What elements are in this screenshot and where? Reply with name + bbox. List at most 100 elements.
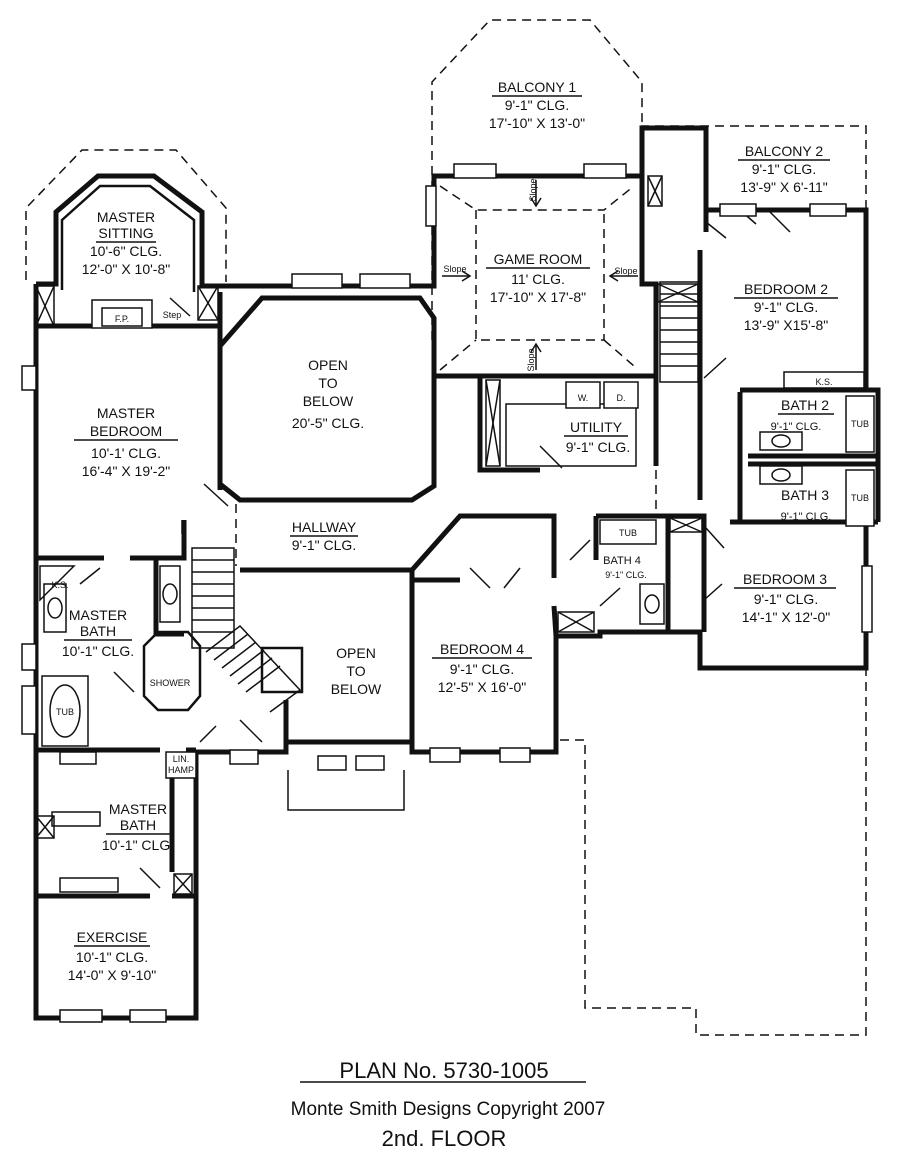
room-bath3: BATH 3 9'-1" CLG. xyxy=(781,487,832,523)
exercise-name: EXERCISE xyxy=(77,929,148,945)
room-master-sitting: MASTER SITTING 10'-6" CLG. 12'-0" X 10'-… xyxy=(82,209,170,277)
room-balcony2: BALCONY 2 9'-1" CLG. 13'-9" X 6'-11" xyxy=(738,143,830,195)
step-label: Step xyxy=(163,310,182,320)
detail-lines xyxy=(21,163,875,1083)
shower-octagon xyxy=(142,630,202,712)
open-lower-l1: OPEN xyxy=(336,645,376,661)
floor-name: 2nd. FLOOR xyxy=(382,1126,507,1151)
exercise-dims: 14'-0" X 9'-10" xyxy=(68,967,156,983)
room-hallway: HALLWAY 9'-1" CLG. xyxy=(290,519,358,553)
slope-label-north: Slope xyxy=(528,178,538,201)
master-bath1-name2: BATH xyxy=(80,623,116,639)
utility-name: UTILITY xyxy=(570,419,623,435)
fixture-labels: F.P. Step Slope Slope Slope Slope K.S. K… xyxy=(51,178,869,775)
slope-label-south: Slope xyxy=(526,348,536,371)
master-sitting-name2: SITTING xyxy=(98,225,153,241)
balcony2-name: BALCONY 2 xyxy=(745,143,824,159)
bedroom3-clg: 9'-1" CLG. xyxy=(754,591,818,607)
room-utility: UTILITY 9'-1" CLG. W. D. xyxy=(564,393,630,455)
bedroom3-name: BEDROOM 3 xyxy=(743,571,827,587)
shower-label: SHOWER xyxy=(150,678,191,688)
room-bath4: BATH 4 9'-1" CLG. xyxy=(603,555,647,580)
plan-number: PLAN No. 5730-1005 xyxy=(339,1058,548,1083)
hamper-label: HAMP xyxy=(168,765,194,775)
exterior-wall xyxy=(33,284,869,1021)
master-bath1-clg: 10'-1" CLG. xyxy=(62,643,134,659)
master-sitting-dims: 12'-0" X 10'-8" xyxy=(82,261,170,277)
hallway-clg: 9'-1" CLG. xyxy=(292,537,356,553)
slope-label-west: Slope xyxy=(443,264,466,274)
game-room-name: GAME ROOM xyxy=(494,251,583,267)
master-bedroom-dims: 16'-4" X 19'-2" xyxy=(82,463,170,479)
tub-label-bath2: TUB xyxy=(851,419,869,429)
hallway-name: HALLWAY xyxy=(292,519,357,535)
open-upper-l3: BELOW xyxy=(303,393,354,409)
garage-roof-outline xyxy=(560,668,867,1036)
room-bath2: BATH 2 9'-1" CLG. xyxy=(771,397,834,433)
balcony1-dims: 17'-10" X 13'-0" xyxy=(489,115,585,131)
master-bath1-name1: MASTER xyxy=(69,607,127,623)
utility-dryer: D. xyxy=(617,393,626,403)
room-balcony1: BALCONY 1 9'-1" CLG. 17'-10" X 13'-0" xyxy=(489,79,585,131)
bedroom3-dims: 14'-1" X 12'-0" xyxy=(742,609,830,625)
room-bedroom2: BEDROOM 2 9'-1" CLG. 13'-9" X15'-8" xyxy=(734,281,838,333)
bath2-clg: 9'-1" CLG. xyxy=(771,421,822,433)
bedroom2-clg: 9'-1" CLG. xyxy=(754,299,818,315)
balcony2-dims: 13'-9" X 6'-11" xyxy=(740,179,827,195)
room-bedroom4: BEDROOM 4 9'-1" CLG. 12'-5" X 16'-0" xyxy=(432,641,532,695)
title-block: PLAN No. 5730-1005 Monte Smith Designs C… xyxy=(291,1058,606,1151)
balcony1-name: BALCONY 1 xyxy=(498,79,577,95)
exterior-wall-north-inner xyxy=(60,184,196,292)
master-bath2-clg: 10'-1" CLG. xyxy=(102,837,174,853)
room-exercise: EXERCISE 10'-1" CLG. 14'-0" X 9'-10" xyxy=(68,929,156,983)
tub-label-bath4: TUB xyxy=(619,528,637,538)
bath2-name: BATH 2 xyxy=(781,397,829,413)
game-room-clg: 11' CLG. xyxy=(511,271,565,287)
bath3-name: BATH 3 xyxy=(781,487,829,503)
slope-label-east: Slope xyxy=(614,266,637,276)
copyright: Monte Smith Designs Copyright 2007 xyxy=(291,1099,606,1120)
ks-label-bath2: K.S. xyxy=(815,377,832,387)
open-lower-l2: TO xyxy=(346,663,365,679)
room-bedroom3: BEDROOM 3 9'-1" CLG. 14'-1" X 12'-0" xyxy=(734,571,836,625)
balcony1-outline xyxy=(431,19,643,340)
utility-washer: W. xyxy=(578,393,589,403)
room-master-bath-upper: MASTER BATH 10'-1" CLG. xyxy=(62,607,134,659)
fireplace-label: F.P. xyxy=(115,314,129,324)
room-game-room: GAME ROOM 11' CLG. 17'-10" X 17'-8" xyxy=(486,251,590,305)
bedroom4-name: BEDROOM 4 xyxy=(440,641,524,657)
tub-label-bath3: TUB xyxy=(851,493,869,503)
bath4-name: BATH 4 xyxy=(603,555,641,567)
bedroom2-dims: 13'-9" X15'-8" xyxy=(744,317,829,333)
game-room-dims: 17'-10" X 17'-8" xyxy=(490,289,586,305)
bath3-clg: 9'-1" CLG. xyxy=(781,511,832,523)
linen-label: LIN. xyxy=(173,754,190,764)
room-master-bedroom: MASTER BEDROOM 10'-1' CLG. 16'-4" X 19'-… xyxy=(74,405,178,479)
room-open-lower: OPEN TO BELOW xyxy=(331,645,382,697)
master-bath2-name2: BATH xyxy=(120,817,156,833)
bedroom2-name: BEDROOM 2 xyxy=(744,281,828,297)
bath4-clg: 9'-1" CLG. xyxy=(605,570,646,580)
room-open-upper: OPEN TO BELOW 20'-5" CLG. xyxy=(292,357,364,431)
master-bedroom-clg: 10'-1' CLG. xyxy=(91,445,161,461)
exterior-wall-north xyxy=(36,125,869,390)
sitting-bay-outline xyxy=(25,149,227,282)
bedroom4-clg: 9'-1" CLG. xyxy=(450,661,514,677)
utility-clg: 9'-1" CLG. xyxy=(566,439,630,455)
master-sitting-name1: MASTER xyxy=(97,209,155,225)
exercise-clg: 10'-1" CLG. xyxy=(76,949,148,965)
master-bedroom-name2: BEDROOM xyxy=(90,423,162,439)
balcony2-clg: 9'-1" CLG. xyxy=(752,161,816,177)
open-upper-l2: TO xyxy=(318,375,337,391)
ks-label-master: K.S. xyxy=(51,580,68,590)
open-lower-l3: BELOW xyxy=(331,681,382,697)
master-bedroom-name1: MASTER xyxy=(97,405,155,421)
open-upper-clg: 20'-5" CLG. xyxy=(292,415,364,431)
tub-label-master: TUB xyxy=(56,707,74,717)
master-bath2-name1: MASTER xyxy=(109,801,167,817)
open-upper-l1: OPEN xyxy=(308,357,348,373)
balcony1-clg: 9'-1" CLG. xyxy=(505,97,569,113)
master-sitting-clg: 10'-6" CLG. xyxy=(90,243,162,259)
bedroom4-dims: 12'-5" X 16'-0" xyxy=(438,679,526,695)
